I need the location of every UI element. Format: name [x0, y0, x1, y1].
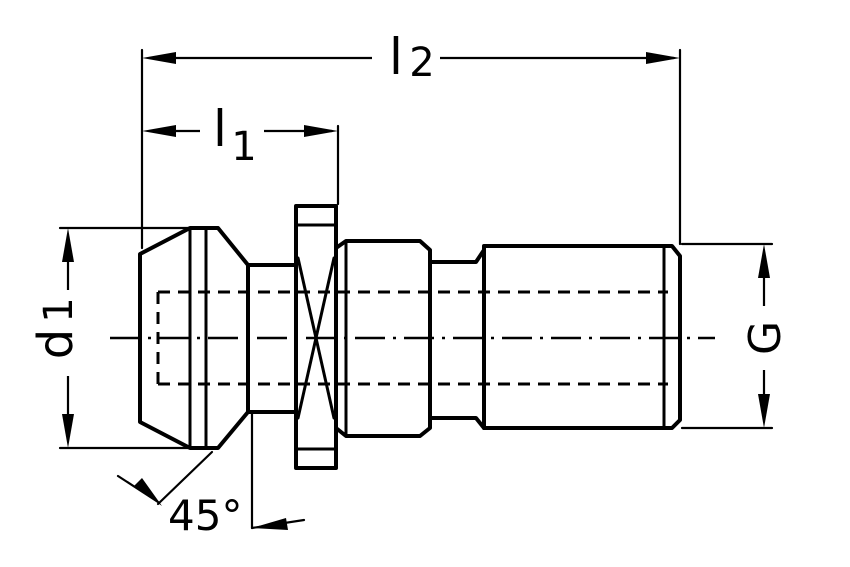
- svg-text:l1: l1: [213, 100, 257, 170]
- threaded-shank: [482, 244, 682, 430]
- dim-label-l2-sub: 2: [409, 40, 434, 86]
- dim-label-g: G: [740, 321, 791, 355]
- dim-label-l1: l: [213, 100, 227, 158]
- angle-label-45: 45°: [168, 491, 242, 540]
- head-cone: [138, 226, 250, 450]
- dim-label-l1-sub: 1: [231, 124, 256, 170]
- dim-label-d1: d: [28, 329, 84, 359]
- dimension-d1: d1: [28, 228, 100, 448]
- dim-label-d1-sub: 1: [36, 297, 82, 322]
- angle-callout: 45°: [116, 410, 306, 540]
- pull-stud-outline: [138, 204, 682, 470]
- wrench-flat-cross-2: [296, 256, 336, 420]
- svg-text:l2: l2: [389, 28, 435, 86]
- dimension-g: G: [738, 244, 792, 428]
- collar: [334, 239, 432, 438]
- dim-label-l2: l: [389, 28, 403, 86]
- svg-text:d1: d1: [28, 297, 84, 359]
